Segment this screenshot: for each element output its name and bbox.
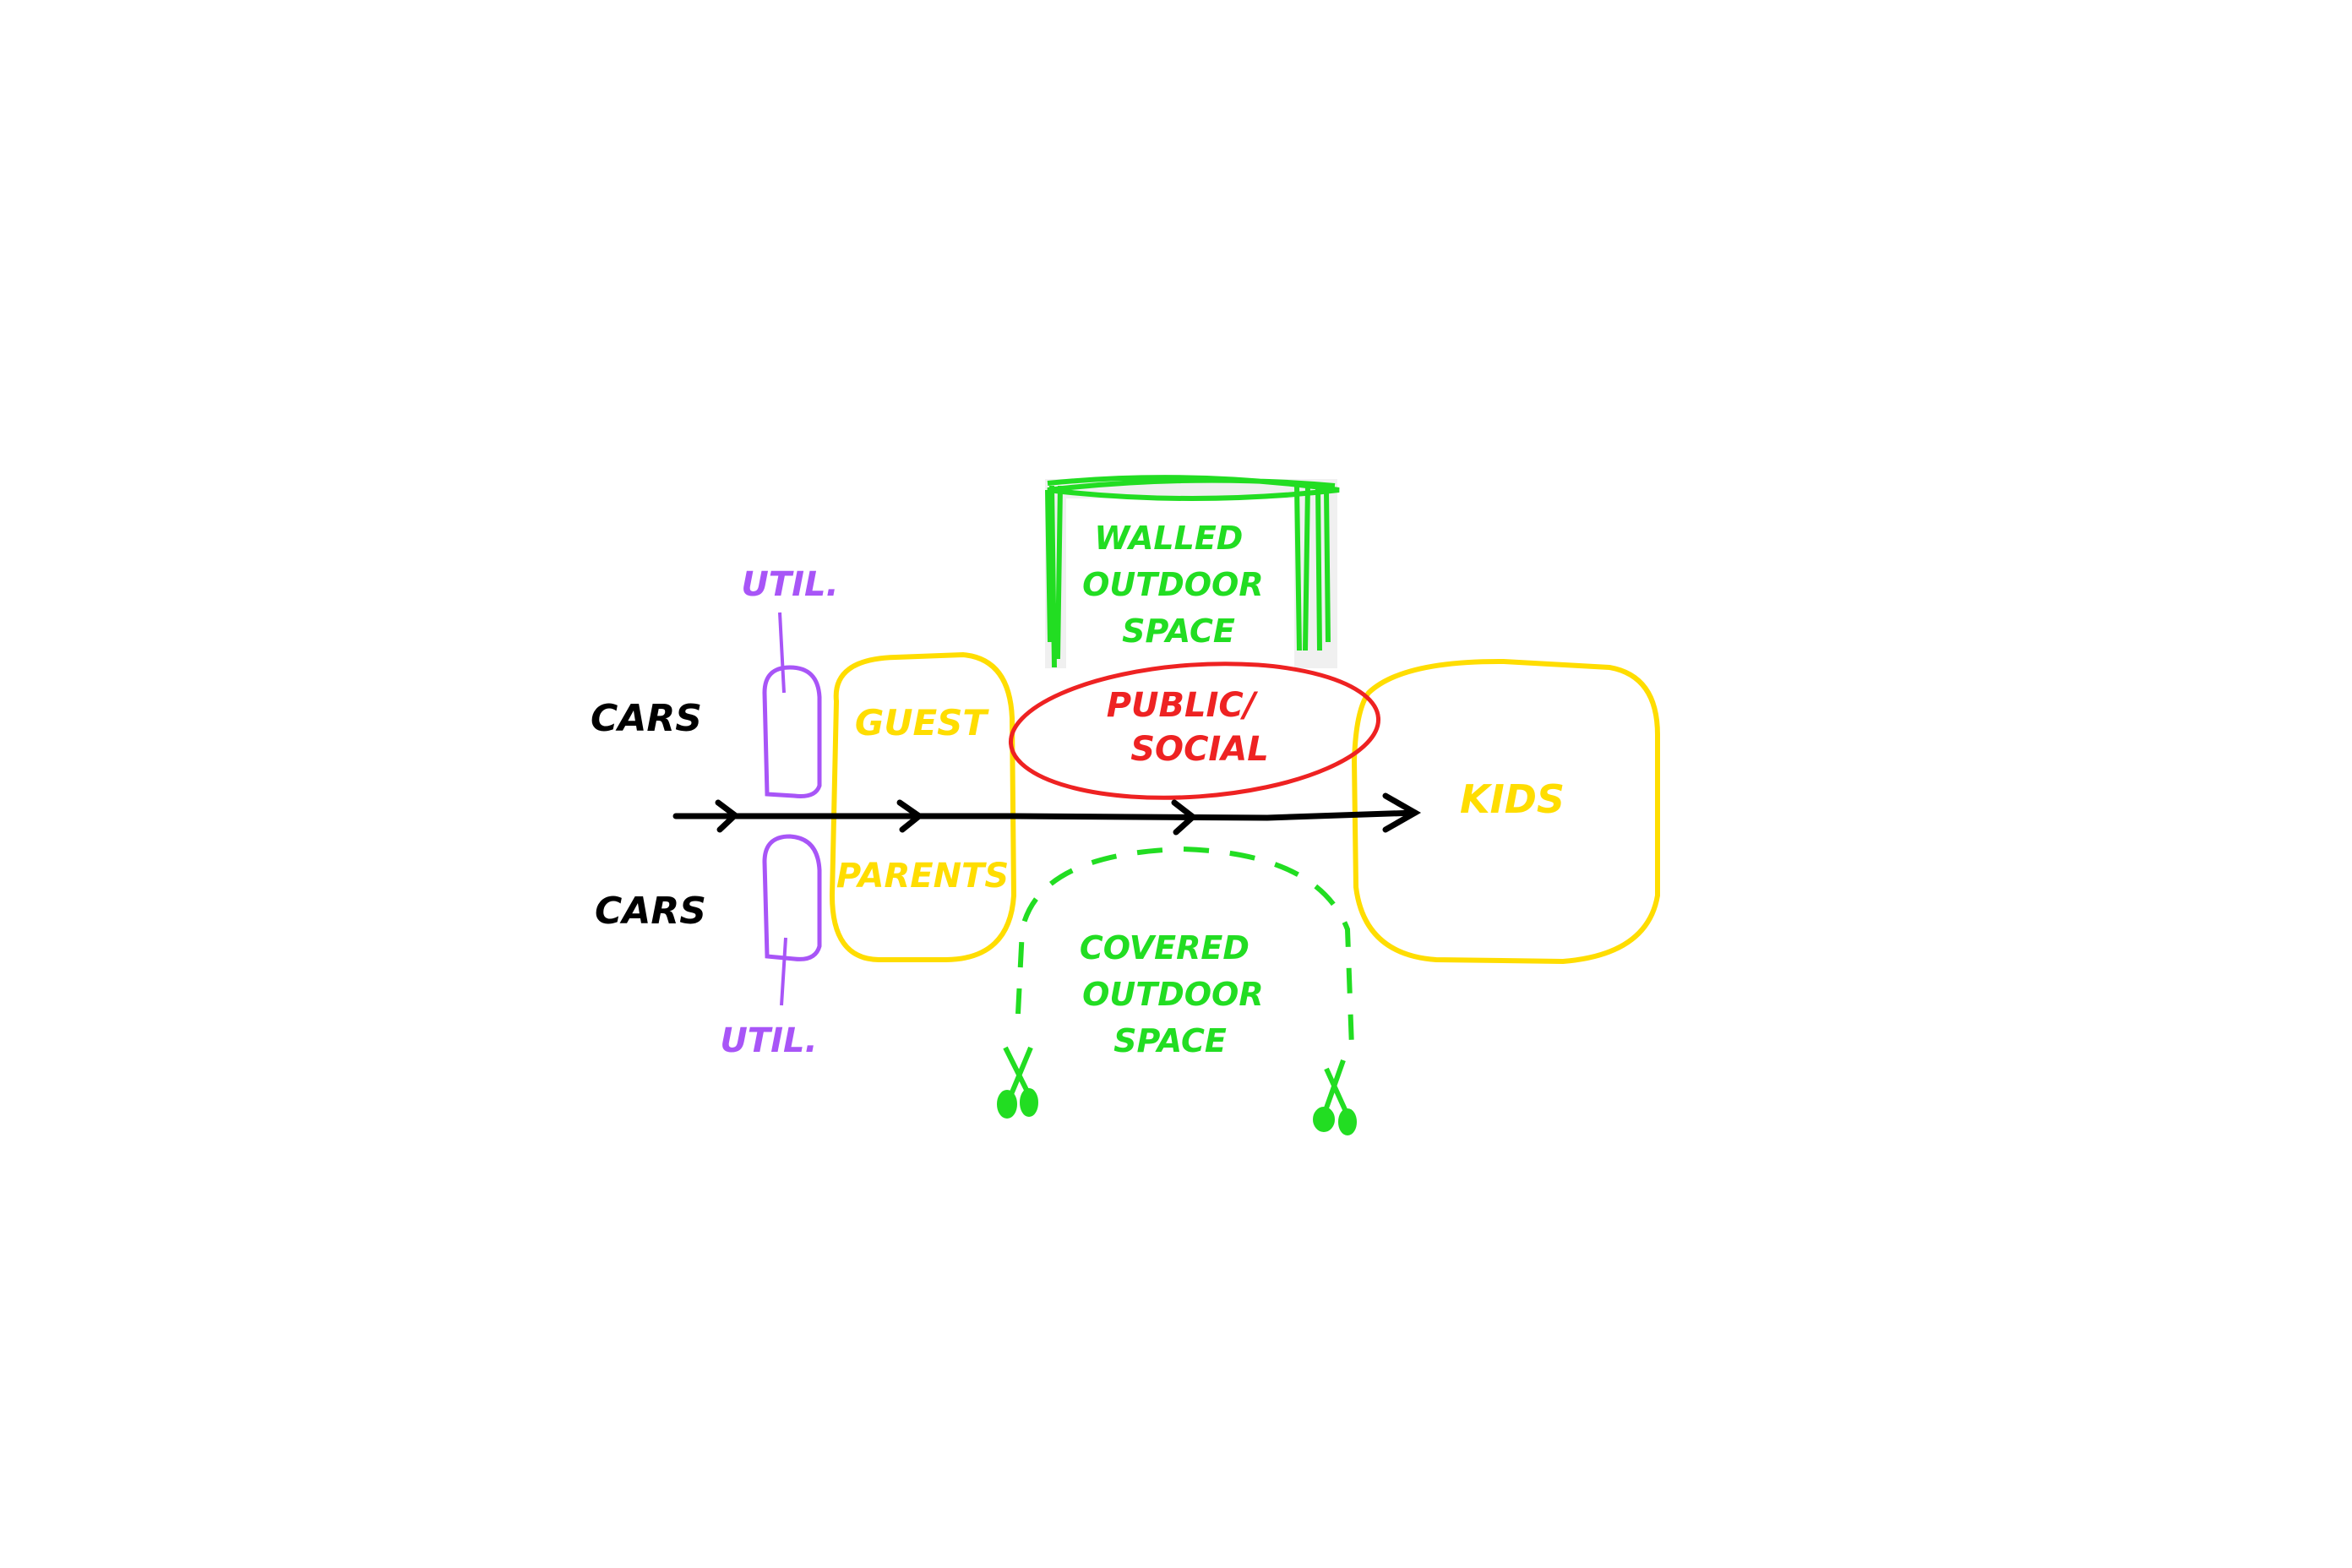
kids-zone [1351,658,1660,965]
util-bottom-label: UTIL. [720,1021,817,1060]
util-top: UTIL. [741,565,839,798]
kids-label: KIDS [1460,776,1565,822]
covered-label-line1: COVERED [1080,929,1250,966]
covered-label-line3: SPACE [1113,1022,1227,1059]
parents-label: PARENTS [836,857,1009,896]
cars-top-label: CARS [591,697,702,740]
walled-label-line2: OUTDOOR [1082,566,1264,603]
tree-icon-right [1313,1059,1357,1135]
svg-text:WALLED OUTDOOR SPA: WALLED OUTDOOR SPACE [1082,520,1275,650]
covered-outdoor-space: COVERED OUTDOOR SPACE [1015,846,1354,1059]
svg-text:COVERED OUTDOOR SP: COVERED OUTDOOR SPACE [1080,929,1275,1059]
walled-outdoor-space: WALLED OUTDOOR SPACE [1045,475,1340,676]
cars-bottom-label: CARS [595,890,706,933]
tree-icon-left [997,1046,1038,1119]
util-top-label: UTIL. [741,565,838,604]
covered-label-line2: OUTDOOR [1082,976,1264,1013]
public-label-line2: SOCIAL [1130,730,1269,769]
walled-label-line3: SPACE [1122,612,1235,650]
public-label-line1: PUBLIC/ [1107,686,1259,725]
guest-parents-zone [829,651,1017,962]
svg-text:PUBLIC/ SOCIAL: PUBLIC/ SOCIAL [1107,686,1269,769]
guest-label: GUEST [855,702,990,743]
circulation-arrow [672,792,1422,836]
util-bottom: UTIL. [720,834,822,1060]
walled-label-line1: WALLED [1094,520,1243,557]
public-social-zone [1008,662,1381,800]
